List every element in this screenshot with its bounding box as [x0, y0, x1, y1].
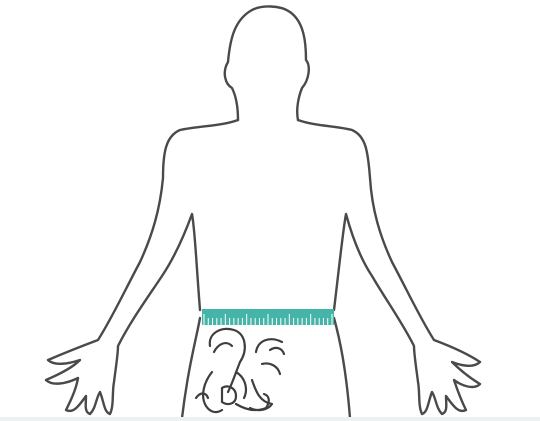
left-iliac-crest: [210, 329, 245, 362]
left-pelvic-wing: [196, 394, 208, 399]
measuring-tape: [202, 309, 334, 325]
pelvis-skeleton: [196, 329, 284, 412]
right-ischium: [250, 380, 272, 410]
left-hip-outline: [182, 318, 200, 418]
body-outline: [46, 6, 480, 418]
left-iliac-inner: [214, 343, 232, 352]
left-arm-outline: [46, 120, 238, 414]
bottom-border: [0, 417, 540, 421]
sacrum: [228, 362, 246, 398]
left-femur-head: [203, 372, 222, 412]
right-iliac-crest: [256, 339, 284, 374]
right-arm-outline: [298, 120, 480, 414]
head-outline: [225, 6, 309, 120]
right-hip-outline: [334, 318, 350, 418]
